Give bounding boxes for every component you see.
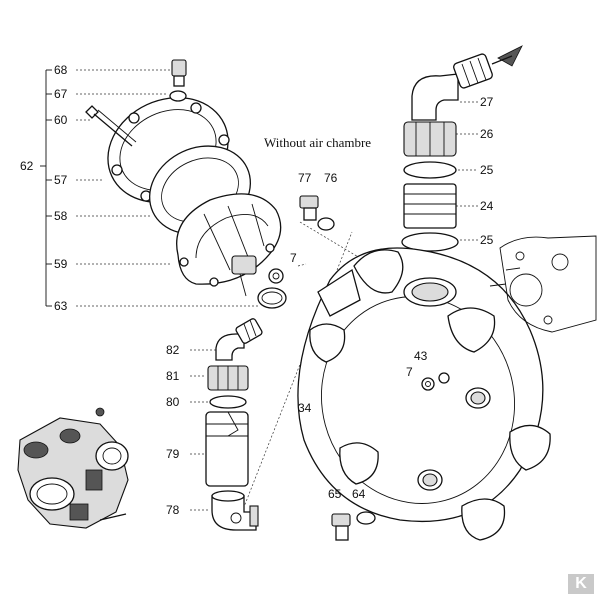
label-24: 24 (480, 199, 494, 213)
elbow-fitting-stack (401, 45, 523, 252)
label-67: 67 (54, 87, 68, 101)
label-25-bottom: 25 (480, 233, 494, 247)
label-59: 59 (54, 257, 68, 271)
bolt-60 (85, 105, 137, 147)
o-ring-25-top (403, 161, 457, 179)
label-65: 65 (328, 487, 342, 501)
label-7-lower: 7 (406, 365, 413, 379)
label-79: 79 (166, 447, 180, 461)
pump-body-34 (297, 247, 551, 541)
without-air-chamber-heading: Without air chambre (264, 135, 371, 150)
suction-fitting-stack (205, 318, 263, 531)
o-ring-25-bottom (401, 232, 459, 252)
label-81: 81 (166, 369, 180, 383)
brand-logo: K (568, 574, 594, 594)
label-34: 34 (298, 401, 312, 415)
drain-plug-65 (331, 513, 351, 541)
o-ring-76 (317, 217, 335, 231)
label-77: 77 (298, 171, 312, 185)
label-27: 27 (480, 95, 494, 109)
label-68: 68 (54, 63, 68, 77)
label-60: 60 (54, 113, 68, 127)
nut-81 (207, 365, 249, 391)
nut-26 (403, 121, 457, 157)
union-24 (403, 183, 457, 229)
label-78: 78 (166, 503, 180, 517)
label-26: 26 (480, 127, 494, 141)
pump-cover-assembly (85, 59, 287, 309)
o-ring-67 (169, 90, 187, 102)
elbow-27 (411, 45, 523, 121)
o-ring-63 (257, 287, 287, 309)
elbow-78 (211, 490, 259, 531)
nut-7-upper (268, 268, 284, 284)
plug-77 (299, 195, 319, 221)
label-57: 57 (54, 173, 68, 187)
label-7-upper: 7 (290, 251, 297, 265)
group-62-bracket (40, 69, 52, 307)
label-63: 63 (54, 299, 68, 313)
label-25-top: 25 (480, 163, 494, 177)
part-labels: 62 68 67 60 57 58 59 63 77 76 7 27 26 25… (20, 63, 494, 517)
elbow-82 (215, 318, 263, 361)
o-ring-80 (209, 395, 247, 409)
gearbox-outline (489, 235, 597, 333)
pump-thumbnail (17, 407, 129, 529)
label-82: 82 (166, 343, 180, 357)
label-62: 62 (20, 159, 34, 173)
label-76: 76 (324, 171, 338, 185)
label-58: 58 (54, 209, 68, 223)
o-ring-64 (356, 511, 376, 525)
check-valve-79 (205, 411, 249, 487)
plug-68 (171, 59, 187, 87)
label-43: 43 (414, 349, 428, 363)
label-80: 80 (166, 395, 180, 409)
housing-59 (176, 193, 282, 297)
label-64: 64 (352, 487, 366, 501)
